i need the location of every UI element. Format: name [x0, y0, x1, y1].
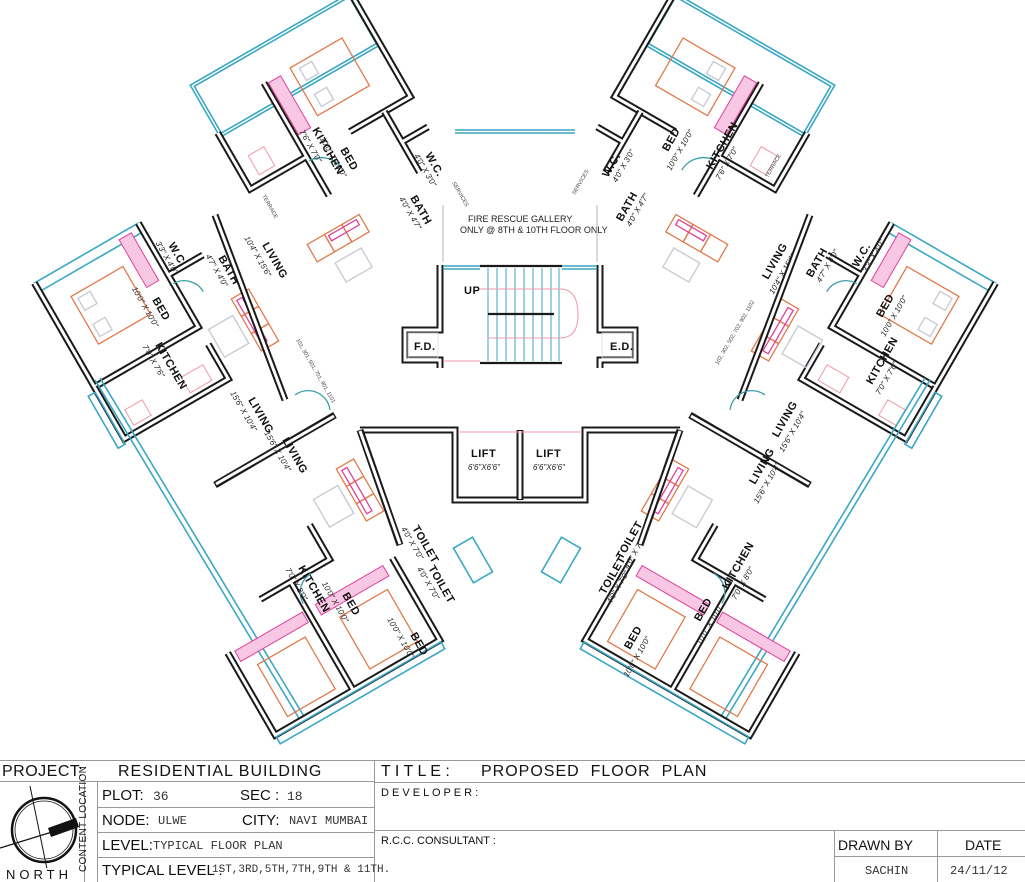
lift-2-dim: 6'6"X6'6"	[533, 463, 566, 472]
sec-label: SEC :	[240, 787, 280, 804]
flat-bottom-right	[579, 522, 801, 745]
sec-value: 18	[287, 789, 303, 804]
flat-numbers-label: 101, 301, 501, 701, 901, 1101	[294, 338, 336, 404]
sofa-set-top-left	[306, 213, 374, 283]
developer-label: D E V E L O P E R :	[381, 787, 479, 799]
project-label: PROJECT:	[2, 763, 84, 780]
lift-1-dim: 6'6"X6'6"	[468, 463, 501, 472]
lift-2-label: LIFT	[536, 448, 561, 460]
date-value: 24/11/12	[950, 864, 1008, 878]
node-value: ULWE	[158, 814, 187, 828]
electric-duct-label: E.D.	[610, 341, 633, 353]
lift-core	[360, 426, 680, 504]
north-arrow-icon	[0, 785, 79, 868]
drawn-by-label: DRAWN BY	[838, 837, 913, 853]
floor-plan-drawing: UP F.D. E.D. FIRE RESCUE GALLERY ONLY @ …	[31, 0, 999, 745]
drawn-by-value: SACHIN	[865, 864, 909, 878]
flat-top-right	[595, 0, 836, 198]
flat-numbers-label: 102, 302, 502, 702, 902, 1102	[715, 300, 757, 366]
lift-1-label: LIFT	[471, 448, 496, 460]
title-label: T I T L E :	[381, 763, 450, 780]
typical-level-value: 1ST,3RD,5TH,7TH,9TH & 11TH.	[212, 864, 391, 876]
date-label: DATE	[965, 837, 1002, 853]
flat-top-left	[189, 0, 430, 198]
stair-core	[401, 264, 639, 368]
plot-label: PLOT:	[102, 787, 144, 804]
node-label: NODE:	[102, 812, 150, 829]
flat-bottom-left	[224, 522, 446, 745]
typical-level-label: TYPICAL LEVEL :	[102, 862, 223, 879]
title-value: PROPOSED FLOOR PLAN	[481, 763, 708, 780]
plot-value: 36	[153, 789, 169, 804]
sofa-set-bottom-left	[312, 458, 385, 529]
flat-left	[31, 221, 234, 450]
services-label: SERVICES	[572, 169, 591, 196]
level-value: TYPICAL FLOOR PLAN	[153, 839, 283, 853]
terrace-label: TERRACE	[260, 194, 279, 220]
services-label: SERVICES	[450, 181, 469, 208]
content-location-label: CONTENT LOCATION	[78, 765, 89, 872]
fire-duct-label: F.D.	[414, 341, 436, 353]
north-label: NORTH	[6, 867, 72, 882]
city-label: CITY:	[242, 812, 280, 829]
stair-up-label: UP	[464, 285, 480, 297]
city-value: NAVI MUMBAI	[289, 814, 369, 828]
level-label: LEVEL:	[102, 837, 153, 854]
rcc-consultant-label: R.C.C. CONSULTANT :	[381, 835, 496, 847]
project-value: RESIDENTIAL BUILDING	[118, 763, 323, 780]
sofa-set-top-right	[661, 213, 729, 283]
title-block: PROJECT: RESIDENTIAL BUILDING NORTH CONT…	[0, 760, 1025, 882]
fire-rescue-note-line2: ONLY @ 8TH & 10TH FLOOR ONLY	[460, 225, 608, 235]
fire-rescue-note-line1: FIRE RESCUE GALLERY	[468, 214, 572, 224]
flat-right	[796, 221, 999, 450]
